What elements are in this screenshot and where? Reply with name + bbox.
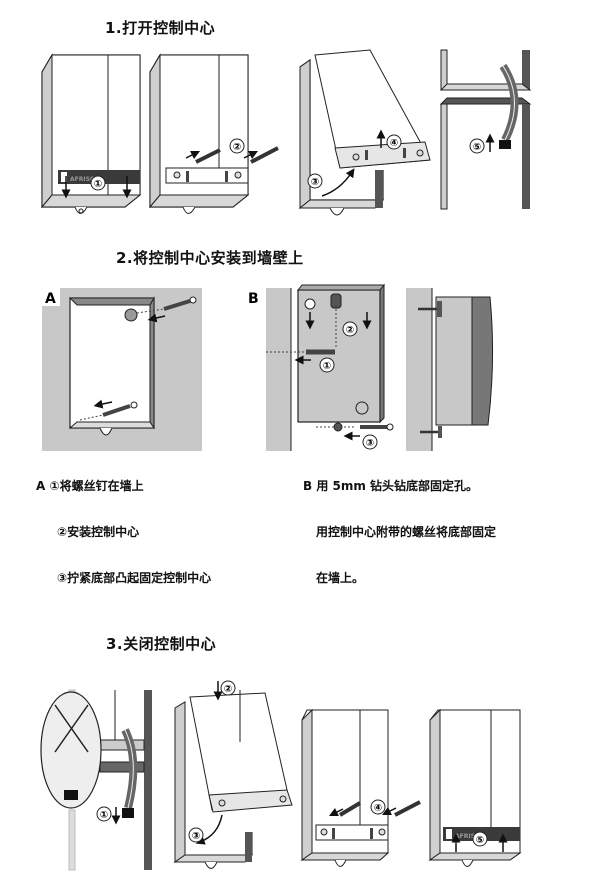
section2-figure: A B ① ② <box>42 283 494 451</box>
device-screws-step2: ② <box>148 53 279 214</box>
step-5: ⑤ <box>473 142 481 153</box>
step3-5: ⑤ <box>476 835 484 846</box>
section3-title: 3.关闭控制中心 <box>106 635 217 653</box>
device-closed-step5: AFRISO ⑤ <box>428 708 522 867</box>
instruction-b-3: 在墙上。 <box>316 571 365 585</box>
step-b3: ③ <box>366 438 374 449</box>
step-3: ③ <box>311 177 319 188</box>
instruction-a-2: ②安装控制中心 <box>57 525 140 539</box>
device-open-step3-4: ④ ③ <box>298 49 431 216</box>
section1-title: 1.打开控制中心 <box>105 19 216 37</box>
cable-reconnect-step1: ① <box>40 689 152 871</box>
section1-figure: AFRISO ① ② <box>40 49 532 216</box>
device-screws-step4: ④ <box>300 708 421 867</box>
instruction-a-1: A ①将螺丝钉在墙上 <box>36 479 144 493</box>
instruction-b-1: B 用 5mm 钻头钻底部固定孔。 <box>303 479 479 493</box>
brand-label-2: AFRISO <box>455 833 480 840</box>
side-view <box>406 288 494 451</box>
step-4: ④ <box>390 138 398 149</box>
panel-a-label: A <box>45 291 56 307</box>
step3-4: ④ <box>374 803 382 814</box>
step3-3: ③ <box>192 831 200 842</box>
section3-figure: ① ② ③ ④ <box>40 680 522 871</box>
section2-title: 2.将控制中心安装到墙壁上 <box>116 249 304 267</box>
step-b1: ① <box>323 361 331 372</box>
step3-1: ① <box>100 810 108 821</box>
step-b2: ② <box>346 325 354 336</box>
device-closing-step2-3: ② ③ <box>173 680 293 869</box>
instruction-a-3: ③拧紧底部凸起固定控制中心 <box>57 571 212 585</box>
step3-2: ② <box>224 684 232 695</box>
panel-a: A <box>42 288 202 451</box>
device-closed-step1: AFRISO ① <box>40 53 142 214</box>
brand-label: AFRISO <box>70 176 95 183</box>
panel-b-label: B <box>248 291 259 307</box>
cable-detail-step5: ⑤ <box>439 49 532 210</box>
step-2: ② <box>233 142 241 153</box>
instruction-b-2: 用控制中心附带的螺丝将底部固定 <box>316 525 497 539</box>
step-1: ① <box>94 179 102 190</box>
panel-b: B ① ② ③ <box>248 283 394 451</box>
